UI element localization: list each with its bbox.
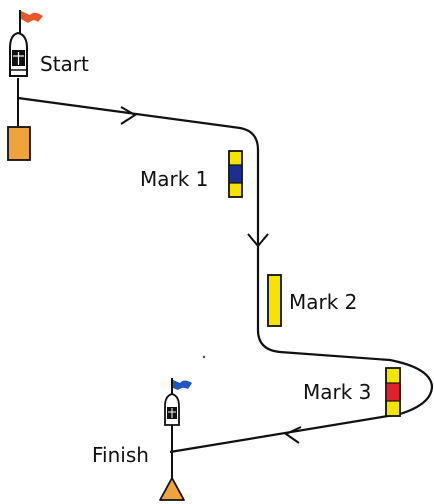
mark-3-label: Mark 3 <box>303 380 371 404</box>
mark-1-icon <box>228 150 243 198</box>
direction-arrow-2 <box>247 233 269 248</box>
mark-2-icon <box>267 274 282 327</box>
course-line <box>17 96 434 454</box>
start-buoy-icon <box>7 126 31 161</box>
direction-arrow-3 <box>283 426 302 444</box>
finish-buoy-icon <box>159 477 185 501</box>
start-boat-icon <box>9 31 28 77</box>
finish-boat-icon <box>164 393 180 426</box>
finish-label: Finish <box>92 443 149 467</box>
start-label: Start <box>40 52 89 76</box>
mark-3-icon <box>385 367 401 417</box>
finish-flag-icon <box>171 378 192 396</box>
mark-2-label: Mark 2 <box>289 290 357 314</box>
stray-dot <box>202 355 206 359</box>
start-flag-icon <box>19 10 43 35</box>
direction-arrow-1 <box>120 106 137 125</box>
mark-1-label: Mark 1 <box>140 167 208 191</box>
